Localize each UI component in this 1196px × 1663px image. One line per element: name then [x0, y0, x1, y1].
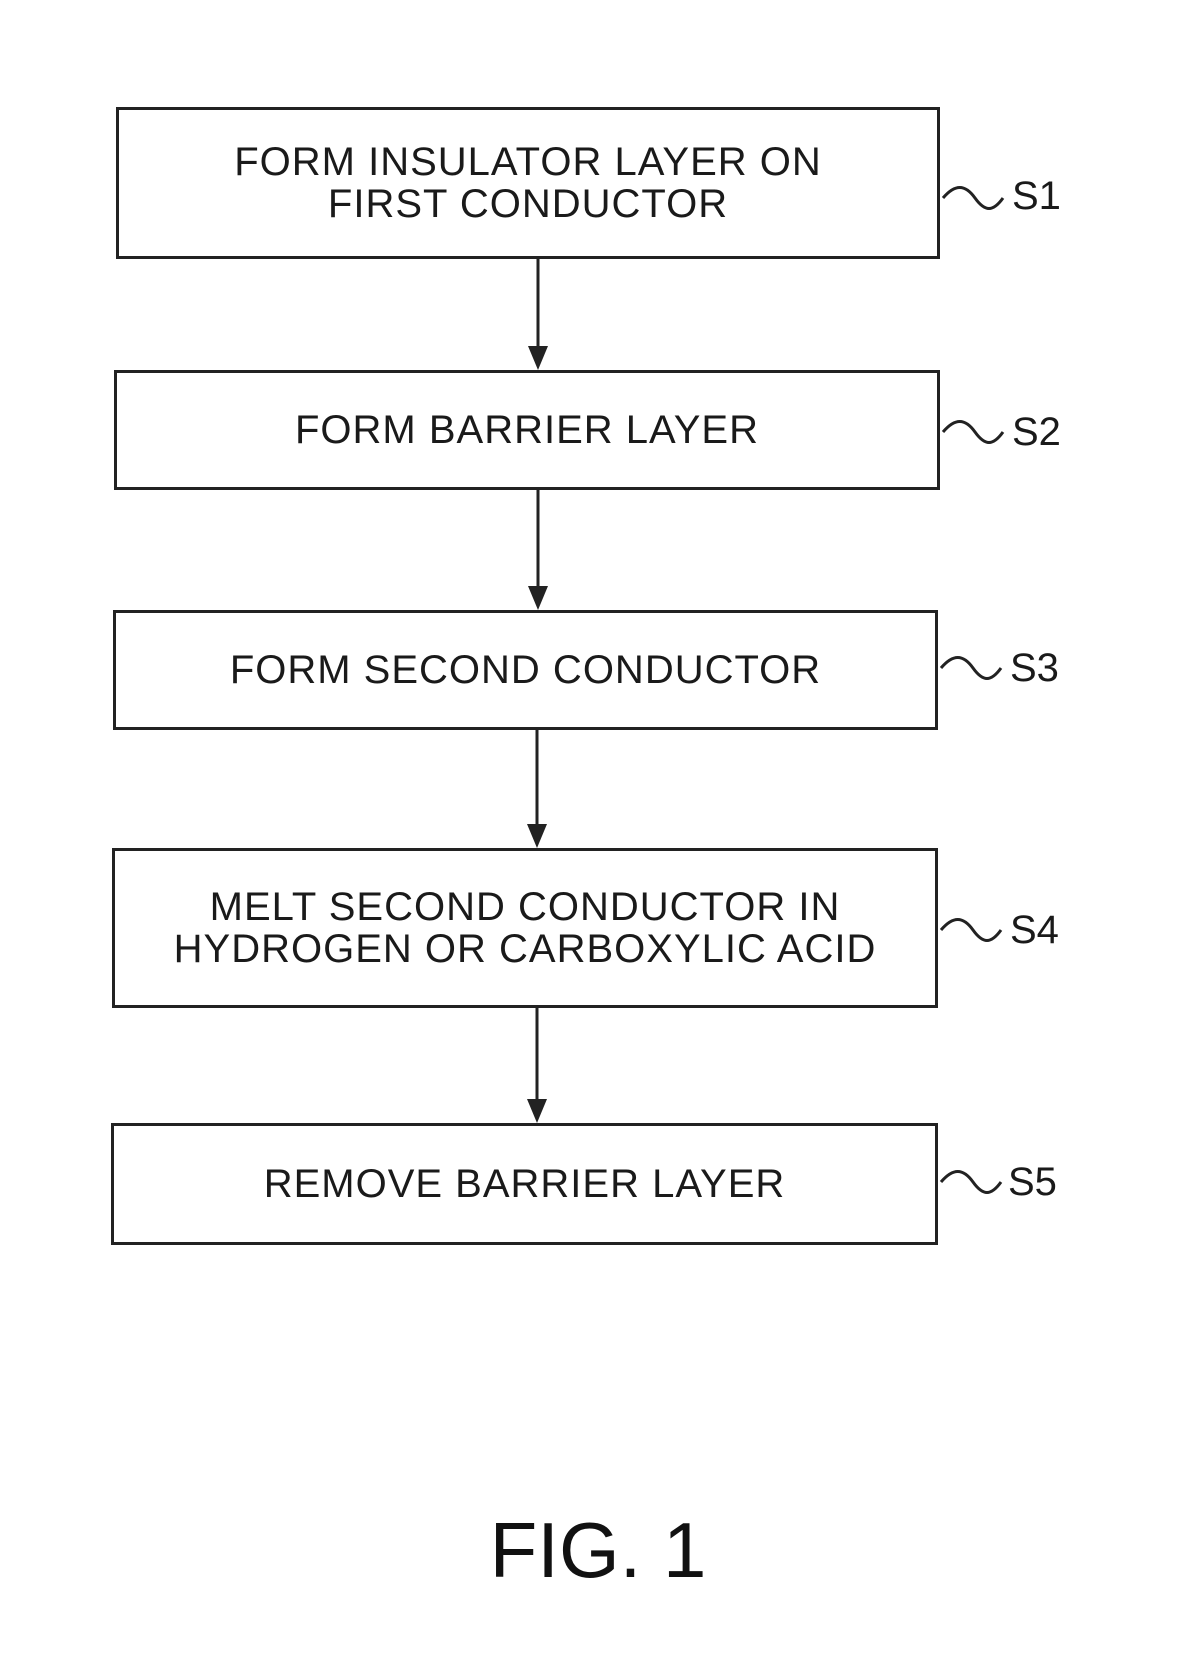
arrow-s1-to-s2 — [528, 259, 548, 370]
leader-s4 — [941, 920, 1001, 941]
figure-caption: FIG. 1 — [0, 1510, 1196, 1590]
leader-s3 — [941, 658, 1001, 679]
leader-s2 — [943, 422, 1003, 443]
leader-s1 — [943, 188, 1003, 209]
arrow-s4-to-s5 — [527, 1008, 547, 1123]
step-label-s2: S2 — [1012, 412, 1061, 452]
step-label-s3: S3 — [1010, 648, 1059, 688]
step-label-s4: S4 — [1010, 910, 1059, 950]
step-label-s1: S1 — [1012, 176, 1061, 216]
leader-s5 — [941, 1172, 1001, 1193]
step-label-s5: S5 — [1008, 1162, 1057, 1202]
arrow-s3-to-s4 — [527, 730, 547, 848]
arrow-s2-to-s3 — [528, 490, 548, 610]
